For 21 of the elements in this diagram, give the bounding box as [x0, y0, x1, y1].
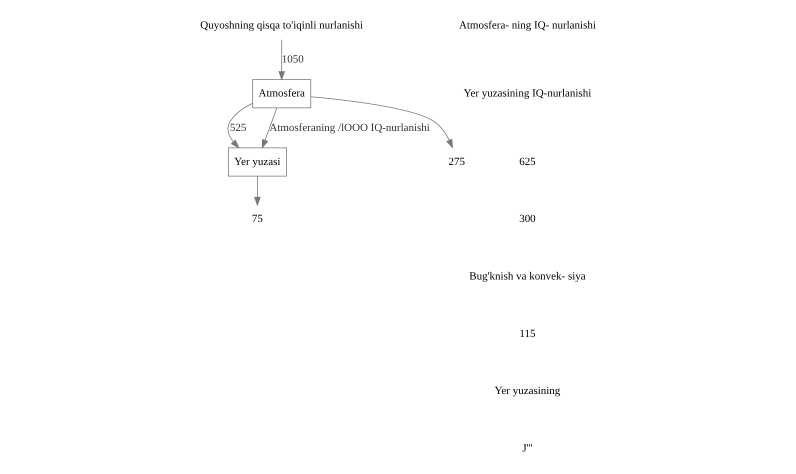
node-box: Atmosfera: [252, 79, 311, 108]
label: Bug'knish va konvek- siya: [468, 270, 586, 283]
label: 625: [518, 156, 536, 168]
label: 300: [518, 213, 536, 226]
label: 115: [518, 328, 535, 340]
label: Atmosfera- ning IQ- nurlanishi: [458, 19, 596, 32]
arrow: [278, 39, 285, 81]
arrow: [254, 176, 260, 206]
arrow: [227, 102, 252, 149]
edge-label: 1050: [281, 53, 304, 66]
label: J''': [522, 442, 532, 454]
node-box: Yer yuzasi: [227, 148, 286, 177]
node-text: Quyoshning qisqa to'iqinli nurlanishi: [200, 19, 363, 32]
label: Yer yuzasining IQ-nurlanishi: [463, 88, 591, 100]
label: Yer yuzasining: [494, 385, 560, 398]
node-text: 275: [448, 156, 465, 168]
node-text: 75: [251, 213, 262, 226]
arrow: [261, 108, 277, 149]
edge-label: 525: [229, 122, 246, 134]
edge-label: Atmosferaning /lOOO IQ-nurlanishi: [268, 122, 430, 134]
arrow: [310, 96, 453, 149]
